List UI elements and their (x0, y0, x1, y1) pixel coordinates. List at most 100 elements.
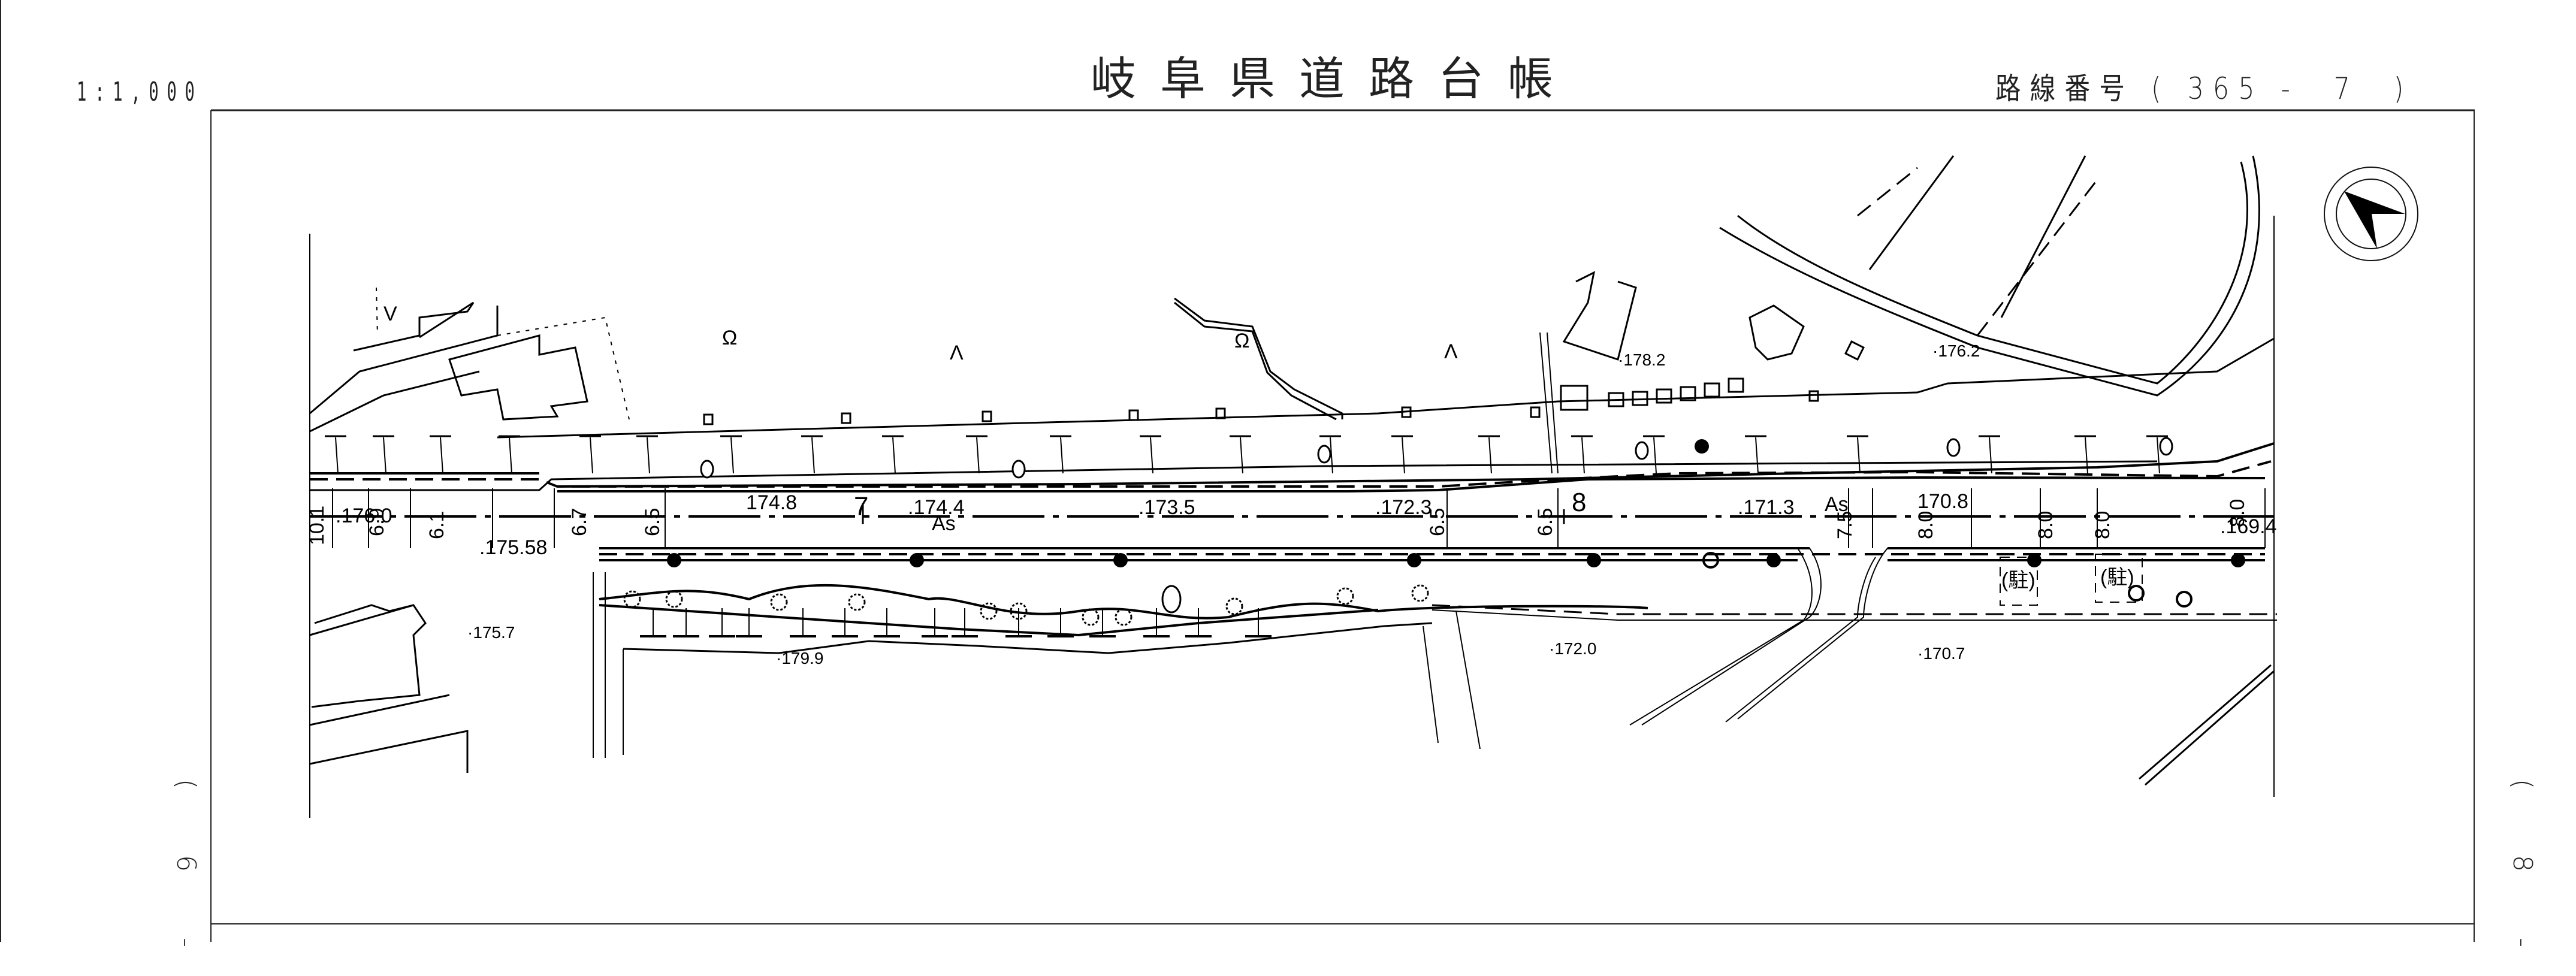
land-use-symbol: Ω (722, 327, 737, 349)
shrub-icon (980, 602, 998, 620)
road-width-label: 8.0 (2034, 511, 2057, 539)
road-body (309, 155, 2277, 786)
land-use-symbol: V (383, 303, 397, 325)
road-elevation-label: .171.3 (1738, 496, 1795, 519)
road-elevation-label: .173.5 (1138, 496, 1195, 519)
building (1704, 382, 1720, 398)
street-tree-icon (1330, 437, 1333, 474)
street-tree-icon (335, 437, 339, 474)
spot-elevation-label: ·178.2 (1618, 350, 1665, 369)
street-tree-icon (976, 437, 980, 474)
road-elevation-label: .175.58 (479, 536, 547, 559)
street-tree-icon (1150, 437, 1153, 474)
street-tree-icon (1857, 437, 1861, 474)
northwest-lot-boundary (309, 306, 499, 433)
road-width-label: 6.5 (1534, 508, 1557, 536)
route-number-value: ( 365 - 7 ) (2151, 71, 2413, 106)
surface-type-label: As (1825, 493, 1849, 516)
building (1680, 386, 1696, 401)
pole-icon (1161, 585, 1182, 614)
road-width-label: 8.0 (1914, 511, 1937, 539)
street-tree-icon (647, 437, 650, 474)
station-marker-label: 8 (1572, 488, 1586, 517)
side-street-right-a (1629, 548, 1822, 726)
buildings (309, 271, 1865, 773)
route-number: 路線番号 ( 365 - 7 ) (1995, 65, 2413, 108)
street-tree-icon (590, 437, 593, 474)
north-sidewalk-edge (310, 472, 2266, 492)
road-elevation-label: 174.8 (746, 491, 797, 514)
street-tree-icon (730, 437, 734, 474)
building (309, 604, 469, 773)
shrub-icon (1336, 587, 1354, 605)
shrub-icon (848, 593, 866, 611)
utility-pole-icon (1317, 445, 1331, 464)
building (1632, 391, 1648, 406)
road-elevation-label: .169.4 (2220, 515, 2277, 538)
utility-pole-icon (700, 460, 714, 479)
manhole-icon (667, 553, 681, 567)
map-area-boundary (309, 216, 2275, 818)
street-tree-icon (892, 437, 896, 474)
spot-elevation-label: ·175.7 (467, 623, 515, 642)
catch-basin-icon (1401, 406, 1412, 418)
drainage-line (1174, 297, 1343, 421)
street-tree-icon (1060, 437, 1064, 474)
road-map-drawing: .176.0.175.58174.8.174.4.173.5.172.3.171… (210, 109, 2475, 942)
spot-elevation-label: ·179.9 (776, 649, 823, 667)
pole-icon (2128, 585, 2145, 602)
spot-elevation-label: ·170.7 (1917, 644, 1965, 663)
road-elevation-label: .174.4 (908, 496, 965, 519)
catch-basin-icon (1128, 409, 1139, 421)
land-use-symbol: Ω (1234, 330, 1249, 352)
catch-basin-icon (703, 413, 714, 425)
street-tree-icon (2157, 437, 2160, 474)
road-width-label: 8.0 (2226, 499, 2249, 527)
pole-icon (2176, 591, 2193, 608)
spot-elevation-label: ·172.0 (1549, 639, 1596, 658)
north-boundary-lower (310, 460, 2158, 491)
road-width-label: 7.5 (1834, 511, 1856, 539)
utility-pole-icon (1635, 441, 1649, 460)
page-left-edge (0, 0, 1, 942)
parking-area (2000, 557, 2038, 606)
northeast-road-b (1868, 155, 2086, 318)
scale-label: 1:1,000 (77, 77, 203, 107)
building (314, 604, 414, 624)
surface-type-label: As (932, 512, 956, 535)
railway-line (2139, 664, 2275, 786)
dotted-property-line (376, 287, 630, 420)
road-width-label: 6.9 (366, 508, 388, 536)
parking-label: (駐) (2100, 566, 2134, 589)
utility-pole-icon (1946, 438, 1961, 457)
pole-icon (1702, 552, 1719, 569)
building (353, 301, 588, 421)
utility-pole-icon (2159, 437, 2173, 456)
manhole-icon (1407, 553, 1421, 567)
sheet-frame (210, 109, 2475, 942)
south-boundary-solid (1432, 609, 2277, 621)
shrub-icon (1010, 602, 1028, 620)
manhole-icon (1766, 553, 1781, 567)
building (1656, 388, 1672, 404)
parking-label: (駐) (2001, 569, 2036, 592)
spot-elevation-label: ·176.2 (1932, 342, 1980, 360)
south-boundary-dashed (1432, 604, 2277, 615)
land-use-symbol: Λ (1444, 340, 1458, 363)
south-boundary (623, 622, 1433, 654)
catch-basin-icon (1530, 406, 1541, 418)
north-arrow-icon (2324, 167, 2418, 261)
street-tree-icon (1989, 437, 1992, 474)
sheet-title: 岐阜県道路台帳 (1091, 52, 1577, 105)
street-tree-icon (1402, 437, 1405, 474)
driveway-boundary (1539, 332, 1559, 474)
street-tree-icon (509, 437, 512, 474)
road-width-label: 10.1 (306, 506, 328, 545)
northeast-road (1719, 155, 2260, 397)
road-width-label: 6.5 (1426, 508, 1449, 536)
building (1728, 377, 1744, 393)
road-width-label: 6.1 (425, 511, 448, 539)
building (1608, 392, 1624, 407)
building (1562, 271, 1637, 361)
